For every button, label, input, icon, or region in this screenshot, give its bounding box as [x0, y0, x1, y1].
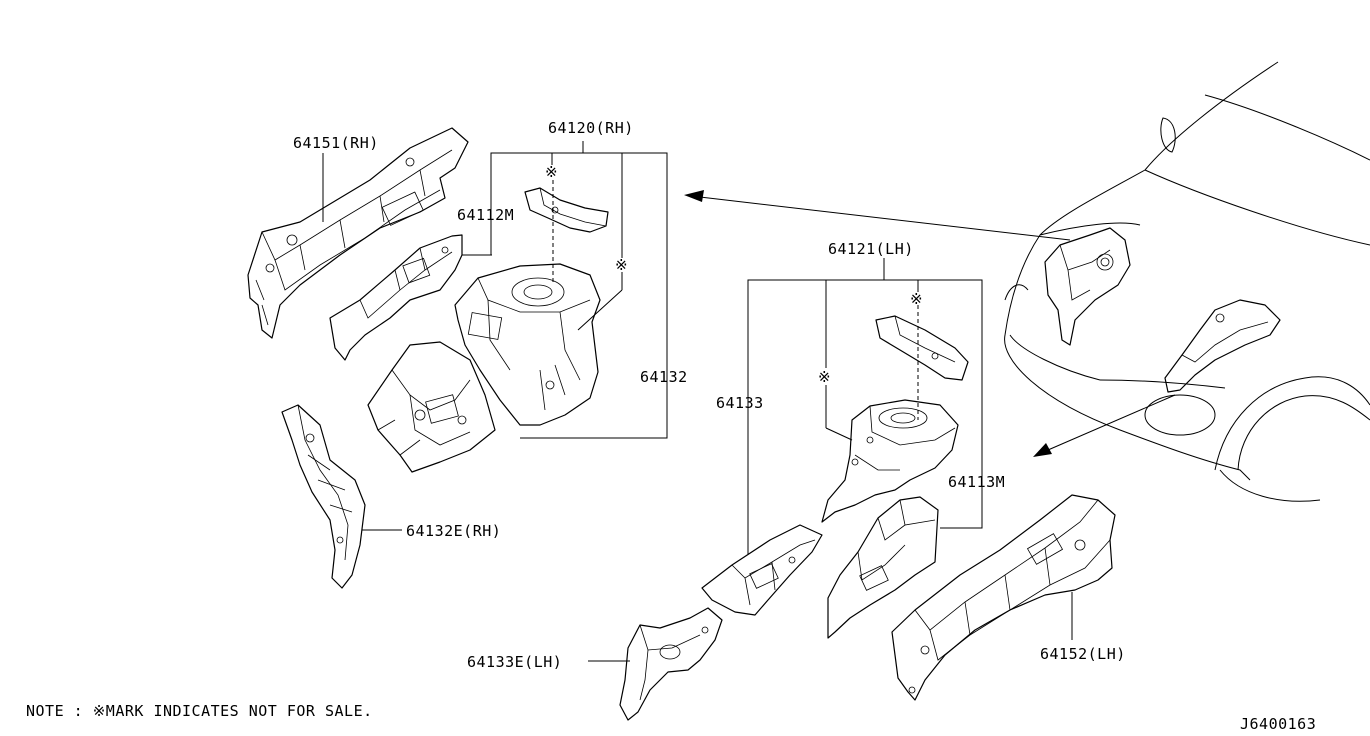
leader-strut-lh [825, 427, 853, 441]
part-64133 [701, 524, 823, 616]
note-text: NOTE : ※MARK INDICATES NOT FOR SALE. [26, 702, 373, 720]
label-64133e: 64133E(LH) [467, 653, 562, 671]
part-64152-lh [891, 494, 1116, 701]
mark-nfs-4: ※ [818, 368, 831, 386]
label-64151: 64151(RH) [293, 134, 379, 152]
mark-nfs-3: ※ [910, 290, 923, 308]
bracket-64121 [747, 279, 983, 555]
label-64132: 64132 [640, 368, 688, 386]
label-64113m: 64113M [948, 473, 1005, 491]
label-64152: 64152(LH) [1040, 645, 1126, 663]
label-64112m: 64112M [457, 206, 514, 224]
part-64132-lower [367, 341, 496, 473]
part-nfs-bracket-lh [875, 315, 969, 381]
label-64133: 64133 [716, 394, 764, 412]
vehicle-front-outline [1004, 61, 1370, 502]
part-64113m [827, 496, 939, 639]
part-64151-rh [247, 127, 469, 339]
label-64132e: 64132E(RH) [406, 522, 501, 540]
diagram-code: J6400163 [1240, 715, 1316, 733]
part-strut-housing-lh [821, 399, 959, 523]
part-64132e-rh [281, 404, 366, 589]
part-64112m [329, 234, 463, 361]
mark-nfs-1: ※ [545, 163, 558, 181]
arrow-to-lh-group [1033, 394, 1176, 457]
label-64121: 64121(LH) [828, 240, 914, 258]
part-nfs-bracket-rh [524, 187, 609, 233]
bracket-64120 [490, 152, 668, 439]
part-64132 [454, 263, 601, 426]
mark-nfs-2: ※ [615, 256, 628, 274]
part-64133e-lh [619, 607, 723, 721]
leader-strut-rh [577, 289, 623, 331]
label-64120: 64120(RH) [548, 119, 634, 137]
arrow-to-rh-group [684, 190, 1071, 241]
